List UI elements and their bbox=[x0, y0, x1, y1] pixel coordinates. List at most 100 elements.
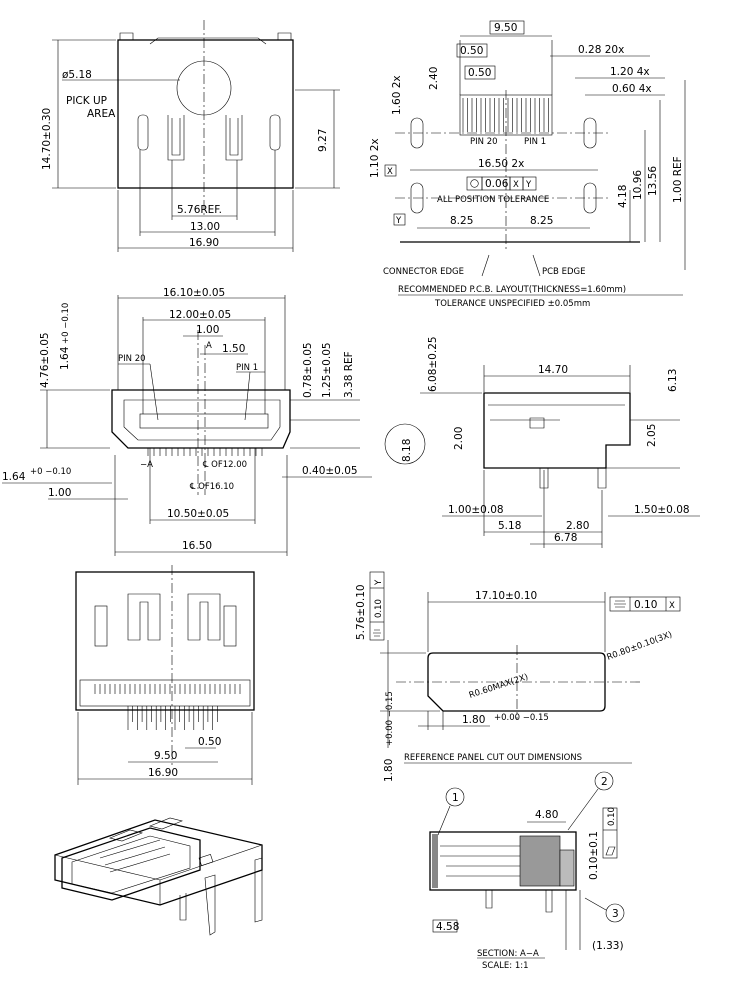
top-view-slot-left bbox=[137, 114, 149, 151]
section-dim-0-10: 0.10±0.1 bbox=[588, 831, 600, 880]
front-view-pins bbox=[147, 448, 263, 456]
section-dim-4-80: 4.80 bbox=[535, 809, 558, 821]
iso-edges bbox=[54, 844, 263, 905]
top-view: 14.70±0.30 ø5.18 PICK UP AREA 9.27 5.76R… bbox=[41, 20, 340, 252]
dim-13-00: 13.00 bbox=[190, 221, 220, 233]
pcb-fcf-y: Y bbox=[525, 180, 532, 190]
side-view: 14.70 6.08±0.25 6.13 8.18 2.00 2.05 1.00… bbox=[384, 336, 700, 548]
pcb-dim-13-56: 13.56 bbox=[647, 166, 659, 196]
pcb-pad-array bbox=[462, 98, 549, 132]
panel-title: REFERENCE PANEL CUT OUT DIMENSIONS bbox=[404, 753, 582, 763]
callout-1-circle bbox=[445, 787, 465, 807]
iso-opening bbox=[61, 827, 201, 901]
side-dim-1-00: 1.00±0.08 bbox=[448, 504, 504, 516]
pcb-pin-1: PIN 1 bbox=[524, 137, 546, 147]
bottom-view-slot-left bbox=[94, 605, 108, 647]
pcb-all-position: ALL POSITION TOLERANCE bbox=[437, 195, 549, 205]
panel-r-0-80: R0.80±0.10(3X) bbox=[606, 630, 674, 663]
callout-3: 3 bbox=[612, 908, 619, 920]
section-contacts bbox=[440, 845, 520, 877]
panel-r-0-60: R0.60MAX(2X) bbox=[468, 672, 530, 701]
panel-cutout-shape bbox=[427, 652, 606, 712]
side-detail-circle bbox=[384, 423, 426, 465]
side-dim-8-18: 8.18 bbox=[401, 439, 413, 462]
pcb-dim-1-20: 1.20 4x bbox=[610, 66, 650, 78]
panel-cutout: 5.76±0.10 0.10 Y 17.10±0.10 0.10 X R0.80… bbox=[355, 571, 681, 782]
pcb-pin-20: PIN 20 bbox=[470, 137, 498, 147]
bottom-view-pin-ticks bbox=[94, 684, 241, 694]
pick-up-label-2: AREA bbox=[87, 108, 116, 120]
dim-9-27: 9.27 bbox=[317, 129, 329, 152]
section-hatch-left bbox=[432, 834, 438, 888]
panel-symmetry-icon-left bbox=[373, 629, 381, 637]
section-label: SECTION: A−A bbox=[477, 949, 539, 959]
bottom-view-contact-right bbox=[187, 593, 221, 641]
section-legs bbox=[485, 890, 553, 913]
top-view-tabs bbox=[119, 32, 292, 40]
pcb-dim-0-50-a: 0.50 bbox=[460, 45, 483, 57]
front-cl-16-10: ℄ OF16.10 bbox=[189, 482, 234, 492]
dim-5-76-ref: 5.76REF. bbox=[177, 204, 222, 216]
side-dim-6-08: 6.08±0.25 bbox=[427, 336, 439, 392]
panel-dim-5-76: 5.76±0.10 bbox=[355, 584, 367, 640]
top-view-leg-left bbox=[167, 115, 185, 161]
pcb-datum-y: Y bbox=[395, 216, 402, 226]
top-view-slot-right bbox=[269, 114, 281, 151]
isometric-view bbox=[54, 817, 263, 936]
front-dim-1-64-tol: +0 −0.10 bbox=[61, 303, 71, 344]
section-hatch-right bbox=[559, 849, 575, 887]
iso-legs bbox=[204, 857, 263, 936]
pcb-dim-1-60: 1.60 2x bbox=[391, 75, 403, 115]
section-dim-1-33: (1.33) bbox=[592, 940, 624, 952]
pcb-recommended: RECOMMENDED P.C.B. LAYOUT(THICKNESS=1.60… bbox=[398, 285, 626, 295]
dim-14-70: 14.70±0.30 bbox=[41, 108, 53, 170]
callout-2-circle bbox=[594, 771, 614, 791]
iso-front-leg bbox=[179, 893, 187, 921]
front-dim-12-00: 12.00±0.05 bbox=[169, 309, 231, 321]
front-section-a-lower: −A bbox=[140, 460, 153, 470]
side-dim-2-00: 2.00 bbox=[453, 427, 465, 450]
front-pin-20: PIN 20 bbox=[118, 354, 146, 364]
side-view-details bbox=[488, 404, 625, 429]
pcb-dim-4-18: 4.18 bbox=[617, 185, 629, 208]
front-dim-1-00-b: 1.00 bbox=[48, 487, 71, 499]
pcb-dim-0-28: 0.28 20x bbox=[578, 44, 624, 56]
pick-up-label-1: PICK UP bbox=[66, 95, 107, 107]
pcb-dim-1-10: 1.10 2x bbox=[369, 138, 381, 178]
side-dim-2-05: 2.05 bbox=[646, 424, 658, 447]
top-view-body bbox=[117, 39, 294, 189]
top-view-pin-row bbox=[149, 37, 267, 45]
front-dim-10-50: 10.50±0.05 bbox=[167, 508, 229, 520]
iso-contacts bbox=[99, 839, 171, 873]
pcb-dim-8-25-a: 8.25 bbox=[450, 215, 473, 227]
iso-opening-inner bbox=[71, 835, 191, 894]
section-dim-4-58: 4.58 bbox=[436, 921, 459, 933]
iso-side-window bbox=[198, 853, 214, 867]
pcb-dim-0-50-b: 0.50 bbox=[468, 67, 491, 79]
panel-dim-1-80-v-tol: +0.00 −0.15 bbox=[385, 691, 395, 746]
side-dim-6-13: 6.13 bbox=[667, 369, 679, 392]
dim-dia-5-18: ø5.18 bbox=[62, 69, 92, 81]
pcb-datum-x: X bbox=[387, 167, 393, 177]
bottom-dim-9-50: 9.50 bbox=[154, 750, 177, 762]
side-view-outline bbox=[483, 392, 631, 469]
panel-fcf-right-datum: X bbox=[669, 601, 675, 611]
side-dim-6-78: 6.78 bbox=[554, 532, 577, 544]
panel-fcf-left-datum: Y bbox=[374, 579, 384, 586]
front-view-tongue bbox=[139, 413, 269, 429]
front-view-inner bbox=[123, 399, 281, 441]
section-scale: SCALE: 1:1 bbox=[482, 961, 529, 971]
side-dim-14-70: 14.70 bbox=[538, 364, 568, 376]
pcb-dim-1-00-ref: 1.00 REF bbox=[672, 156, 684, 203]
front-dim-1-50: 1.50 bbox=[222, 343, 245, 355]
bottom-dim-0-50: 0.50 bbox=[198, 736, 221, 748]
front-dim-1-00: 1.00 bbox=[196, 324, 219, 336]
side-dim-2-80: 2.80 bbox=[566, 520, 589, 532]
panel-dim-17-10: 17.10±0.10 bbox=[475, 590, 537, 602]
bottom-view-slot-right bbox=[223, 605, 237, 647]
front-dim-1-64-b-tol: +0 −0.10 bbox=[30, 467, 71, 477]
pcb-fcf-x: X bbox=[513, 180, 519, 190]
section-flatness-value: 0.10 bbox=[607, 807, 617, 826]
pcb-dim-16-50: 16.50 2x bbox=[478, 158, 524, 170]
